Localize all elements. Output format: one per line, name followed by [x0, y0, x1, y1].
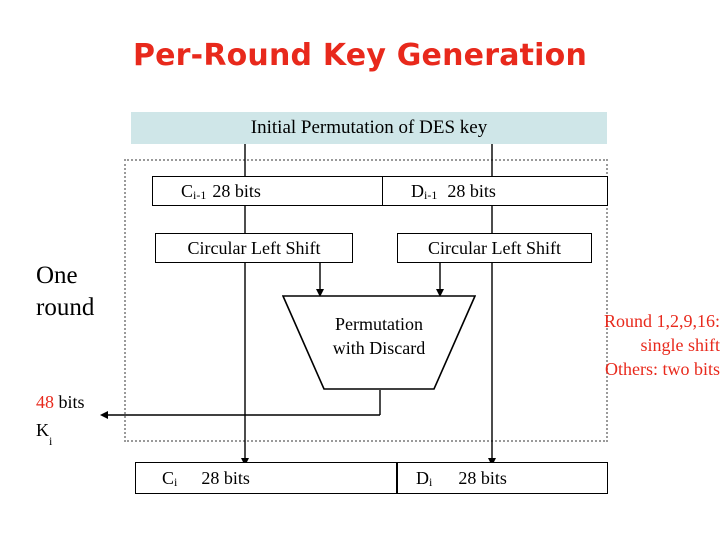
register-d-prev-name: D	[411, 180, 424, 201]
register-d-out: D i 28 bits	[397, 462, 608, 494]
register-d-out-size: 28 bits	[458, 467, 507, 488]
register-d-out-subscript: i	[429, 474, 433, 489]
register-d-prev-subscript: i-1	[424, 187, 438, 202]
output-bits-value: 48	[36, 392, 54, 412]
permutation-line-2: with Discard	[332, 337, 426, 358]
register-c-prev-name: C	[181, 180, 194, 201]
circular-left-shift-c: Circular Left Shift	[155, 233, 353, 263]
initial-permutation-bar: Initial Permutation of DES key	[131, 112, 607, 144]
circular-left-shift-c-label: Circular Left Shift	[187, 237, 321, 258]
round-key-label: Ki	[36, 420, 53, 448]
register-c-out-size: 28 bits	[201, 467, 250, 488]
register-d-prev-size: 28 bits	[447, 180, 496, 201]
register-d-prev: D i-1 28 bits	[382, 176, 608, 206]
register-d-out-name: D	[416, 467, 429, 488]
page-title: Per-Round Key Generation	[132, 38, 588, 73]
round-key-name: K	[36, 420, 49, 440]
output-bits-unit: bits	[54, 392, 85, 412]
one-round-dotted-boundary	[124, 159, 608, 442]
shift-schedule-note-line-2: single shift	[640, 334, 720, 355]
permutation-line-1: Permutation	[335, 314, 423, 334]
shift-schedule-note-line-3: Others: two bits	[605, 358, 720, 379]
round-key-subscript: i	[49, 433, 53, 448]
register-c-out-subscript: i	[174, 474, 178, 489]
shift-schedule-note: Round 1,2,9,16: single shift Others: two…	[540, 310, 720, 382]
register-c-prev-subscript: i-1	[193, 187, 207, 202]
output-bits-label: 48 bits	[36, 392, 85, 413]
one-round-line-1: One	[36, 262, 78, 289]
initial-permutation-label: Initial Permutation of DES key	[250, 117, 488, 138]
one-round-line-2: round	[36, 294, 95, 321]
register-c-out-name: C	[162, 467, 175, 488]
shift-schedule-note-line-1: Round 1,2,9,16:	[603, 311, 720, 331]
register-c-prev: C i-1 28 bits	[152, 176, 397, 206]
permutation-with-discard-label: Permutation with Discard	[282, 313, 476, 361]
permutation-with-discard-shape	[282, 295, 476, 390]
register-c-prev-size: 28 bits	[212, 180, 261, 201]
register-c-out: C i 28 bits	[135, 462, 397, 494]
circular-left-shift-d-label: Circular Left Shift	[428, 237, 561, 258]
circular-left-shift-d: Circular Left Shift	[397, 233, 592, 263]
one-round-label: One round	[36, 260, 131, 324]
